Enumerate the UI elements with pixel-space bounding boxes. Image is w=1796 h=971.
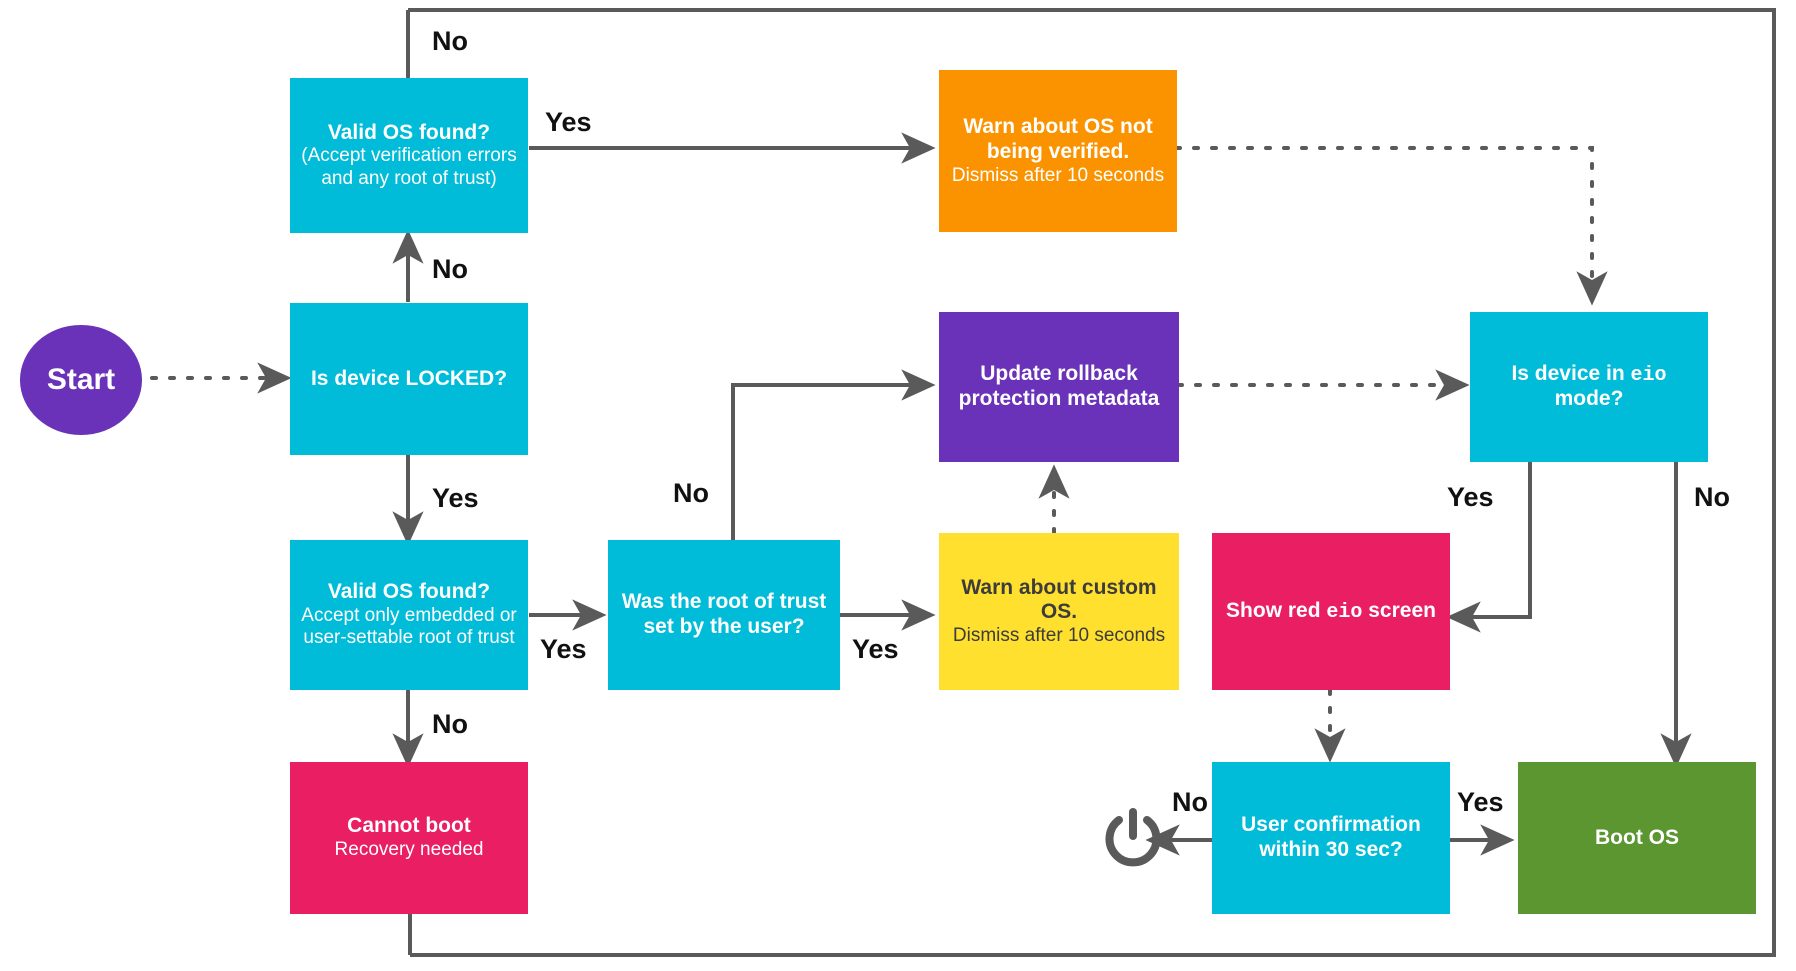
edge-label-yes-root-of-trust: Yes [852, 634, 899, 664]
power-icon-glyph [1105, 808, 1161, 867]
wire-rot-no [731, 369, 936, 545]
node-is-device-locked[interactable]: Is device LOCKED? [290, 303, 528, 455]
node-show-red-eio[interactable]: Show red eio screen [1212, 533, 1450, 690]
node-title: Valid OS found? [327, 120, 491, 144]
node-title-code: eio [1630, 363, 1667, 387]
node-title: Valid OS found? [327, 580, 491, 604]
node-title: Warn about custom OS. [961, 575, 1157, 624]
node-title-part-2: mode? [1554, 387, 1624, 411]
edge-label-yes-eio: Yes [1447, 482, 1494, 512]
node-title: Was the root of trust set by the user? [621, 590, 827, 638]
edge-label-no-valid-os-locked: No [432, 709, 468, 739]
node-boot-os[interactable]: Boot OS [1518, 762, 1756, 914]
node-root-of-trust-user[interactable]: Was the root of trust set by the user? [608, 540, 840, 690]
node-title: Warn about OS not being verified. [963, 115, 1153, 163]
node-warn-custom-os[interactable]: Warn about custom OS. Dismiss after 10 s… [939, 533, 1179, 690]
edge-label-yes-is-device-locked: Yes [432, 483, 479, 513]
node-is-device-eio[interactable]: Is device in eio mode? [1470, 312, 1708, 462]
node-title: Is device LOCKED? [310, 366, 508, 390]
node-subtitle: Dismiss after 10 seconds [951, 164, 1165, 186]
edge-label-yes-valid-os-unlocked: Yes [545, 107, 592, 137]
node-cannot-boot[interactable]: Cannot boot Recovery needed [290, 762, 528, 914]
start-node[interactable]: Start [20, 325, 142, 435]
node-subtitle: Dismiss after 10 seconds [952, 625, 1166, 647]
edge-label-no-top-loop: No [432, 26, 468, 56]
edge-label-yes-user-confirmation: Yes [1457, 787, 1504, 817]
node-update-rollback[interactable]: Update rollback protection metadata [939, 312, 1179, 462]
edge-label-no-is-device-locked: No [432, 254, 468, 284]
edge-label-no-user-confirmation: No [1172, 787, 1208, 817]
node-user-confirmation[interactable]: User confirmation within 30 sec? [1212, 762, 1450, 914]
node-title-part-1: Show red [1226, 598, 1327, 622]
edge-label-yes-valid-os-locked: Yes [540, 634, 587, 664]
node-warn-os-not-verified[interactable]: Warn about OS not being verified. Dismis… [939, 70, 1177, 232]
node-title-code: eio [1326, 600, 1363, 624]
edge-label-no-root-of-trust: No [673, 478, 709, 508]
node-valid-os-locked[interactable]: Valid OS found? Accept only embedded or … [290, 540, 528, 690]
node-title: Update rollback protection metadata [958, 362, 1160, 410]
node-title: Is device in eio mode? [1480, 362, 1698, 412]
node-subtitle: Accept only embedded or user-settable ro… [301, 604, 517, 649]
edge-label-no-eio: No [1694, 482, 1730, 512]
node-title: Boot OS [1595, 825, 1679, 849]
node-title: User confirmation within 30 sec? [1241, 813, 1421, 861]
wire-warnos-to-eio [1174, 146, 1608, 306]
node-title-part-2: screen [1362, 598, 1436, 622]
node-title: Cannot boot [347, 814, 471, 838]
node-title-part-1: Is device in [1511, 361, 1631, 385]
node-valid-os-unlocked[interactable]: Valid OS found? (Accept verification err… [290, 78, 528, 233]
start-label: Start [46, 363, 116, 396]
power-icon [1100, 806, 1166, 874]
node-subtitle: Recovery needed [334, 839, 484, 861]
node-subtitle: (Accept verification errors and any root… [301, 145, 517, 189]
node-title: Show red eio screen [1226, 599, 1436, 625]
